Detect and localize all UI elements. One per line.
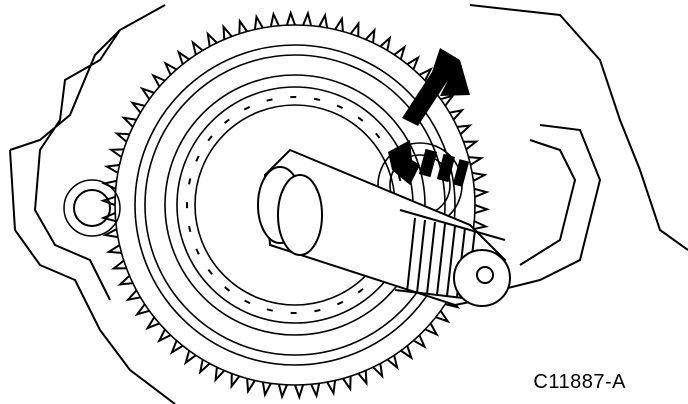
gear-tooth — [99, 195, 116, 206]
gear-tooth — [183, 350, 197, 366]
gear-tooth — [206, 31, 218, 47]
bolt-hole — [73, 189, 111, 227]
gear-tooth — [318, 12, 329, 29]
gear-tooth — [261, 381, 272, 398]
gear-tooth — [117, 275, 133, 286]
gear-tooth — [435, 310, 451, 324]
shaft-thread — [446, 225, 456, 297]
gear-tooth — [457, 124, 473, 135]
gear-tooth — [238, 18, 248, 34]
solid-arrow-icon — [402, 48, 470, 126]
gear-tooth — [386, 354, 399, 371]
gear-tooth — [412, 334, 427, 350]
shaft-thread — [436, 223, 446, 296]
gear-tooth — [440, 93, 456, 107]
gear-tooth — [349, 20, 360, 37]
gear-tooth — [326, 380, 337, 397]
gear-tooth — [230, 373, 241, 390]
gear-tooth — [110, 259, 127, 270]
gear-tooth — [400, 345, 414, 361]
shaft-thread — [416, 219, 426, 294]
gear-tooth — [125, 289, 141, 302]
gear-tooth — [129, 101, 146, 114]
gear-tooth — [191, 39, 204, 56]
housing-outline — [9, 4, 176, 404]
gear-tooth — [379, 35, 392, 51]
gear-tooth — [393, 44, 407, 60]
gear-tooth — [334, 15, 344, 32]
gear-tooth — [121, 116, 137, 128]
gear-tooth — [134, 303, 150, 317]
gear-tooth — [365, 27, 376, 43]
gear-tooth — [372, 363, 384, 379]
gear-tooth — [294, 384, 305, 401]
gear-tooth — [406, 55, 421, 70]
shaft-thread — [426, 221, 436, 295]
gear-tooth — [103, 163, 120, 174]
gear-tooth — [302, 10, 313, 26]
gear-tooth — [105, 244, 122, 254]
gear-tooth — [139, 86, 155, 100]
gear-tooth — [269, 11, 280, 27]
gear-tooth — [424, 322, 440, 337]
gear-tooth — [474, 204, 491, 215]
gear-tooth — [471, 171, 488, 182]
gear-tooth — [222, 23, 233, 40]
gear-tooth — [277, 384, 288, 400]
output-shaft — [257, 148, 511, 307]
gear-tooth — [214, 367, 225, 383]
gear-tooth — [310, 383, 321, 399]
gear-tooth — [357, 370, 368, 387]
gear-tooth — [157, 328, 172, 343]
shaft-thread — [406, 217, 416, 293]
gear-tooth — [449, 108, 465, 121]
housing-right — [469, 4, 688, 291]
gear-tooth — [100, 212, 116, 223]
gear-tooth — [285, 9, 296, 26]
gear-tooth — [418, 67, 433, 82]
dashed-arrow-icon — [388, 140, 470, 187]
gear-tooth — [246, 378, 256, 395]
gear-tooth — [473, 220, 489, 231]
gear-tooth — [113, 132, 130, 143]
gear-tooth — [463, 140, 480, 151]
gear-tooth — [108, 148, 124, 158]
gear-tooth — [474, 187, 490, 198]
gear-tooth — [468, 156, 485, 166]
gear-tooth — [253, 13, 264, 30]
gear-tooth — [176, 49, 190, 65]
gear-tooth — [102, 228, 119, 239]
figure-code: C11887-A — [533, 371, 626, 393]
gear-tooth — [342, 376, 352, 392]
gear-tooth — [150, 73, 166, 88]
gear-tooth — [163, 60, 178, 76]
gear-tooth — [169, 340, 184, 355]
gear-tooth — [198, 359, 211, 375]
gear-tooth — [101, 179, 117, 190]
gear-tooth — [145, 316, 160, 331]
